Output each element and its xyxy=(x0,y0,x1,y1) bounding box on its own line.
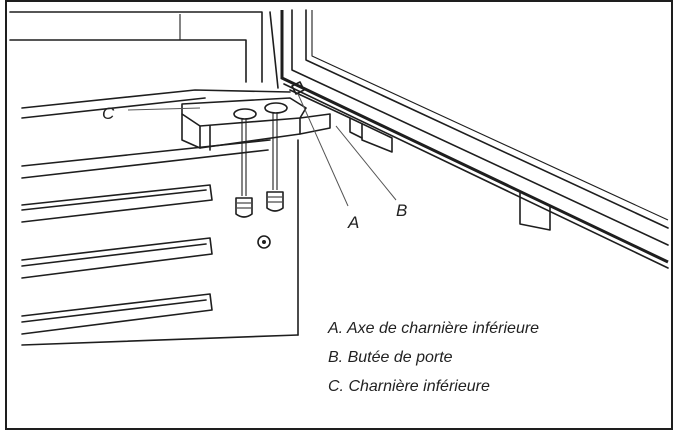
legend-item-a: A. Axe de charnière inférieure xyxy=(327,320,539,337)
callout-b: B xyxy=(396,201,407,220)
callout-a: A xyxy=(347,213,359,232)
diagram-border xyxy=(5,0,673,430)
door xyxy=(280,9,669,269)
leader-lines xyxy=(127,93,397,207)
legend-item-b: B. Butée de porte xyxy=(328,349,453,366)
lower-hinge-plate xyxy=(181,97,331,151)
legend: A. Axe de charnière inférieure B. Butée … xyxy=(327,320,539,395)
grille-vents xyxy=(21,184,213,335)
legend-item-c: C. Charnière inférieure xyxy=(328,378,490,395)
callout-c: C xyxy=(102,104,115,123)
screws xyxy=(235,112,284,249)
